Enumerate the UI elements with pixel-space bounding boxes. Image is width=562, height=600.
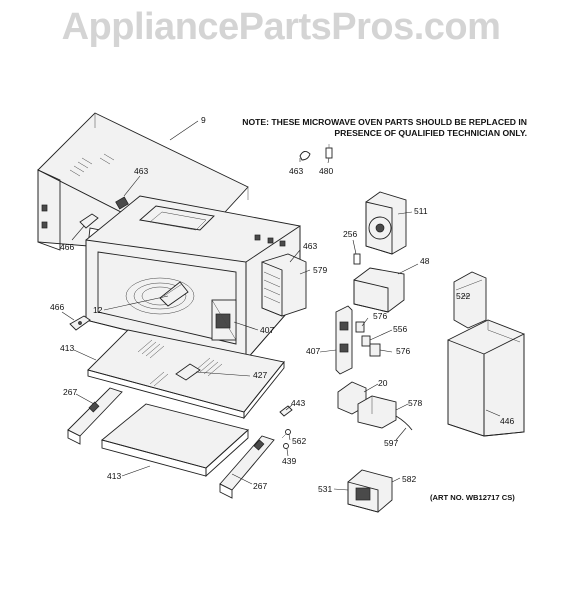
transformer-part (347, 469, 393, 513)
part-439 (283, 443, 289, 449)
callout-466-case: 466 (60, 242, 74, 252)
callout-578: 578 (408, 398, 422, 408)
callout-12: 12 (93, 305, 103, 315)
capacitor-part (357, 395, 397, 429)
part-466-lower (69, 315, 91, 331)
callout-267-right: 267 (253, 481, 267, 491)
part-562 (281, 429, 291, 439)
part-556 (361, 335, 371, 347)
rail-267-left (67, 387, 123, 445)
note-line-2: PRESENCE OF QUALIFIED TECHNICIAN ONLY. (334, 128, 527, 138)
leader-lines (61, 120, 501, 491)
technician-note: NOTE: THESE MICROWAVE OVEN PARTS SHOULD … (232, 117, 527, 139)
part-407-cavity (211, 299, 237, 341)
callout-48: 48 (420, 256, 430, 266)
part-427 (175, 363, 201, 381)
part-480 (325, 144, 333, 159)
callout-407-switches: 407 (306, 346, 320, 356)
part-407-switches (335, 305, 353, 375)
callout-407-cavity: 407 (260, 325, 274, 335)
callout-267-left: 267 (63, 387, 77, 397)
fan-motor-part (365, 191, 407, 255)
callout-443: 443 (291, 398, 305, 408)
art-number: (ART NO. WB12717 CS) (430, 493, 515, 502)
callout-439: 439 (282, 456, 296, 466)
callout-9: 9 (201, 115, 206, 125)
callout-463-case: 463 (134, 166, 148, 176)
panel-522-part (453, 271, 487, 329)
part-576-lower (369, 343, 381, 357)
callout-463-top: 463 (289, 166, 303, 176)
part-463-case (115, 196, 129, 210)
callout-256: 256 (343, 229, 357, 239)
watermark: AppliancePartsPros.com (61, 6, 501, 48)
callout-labels: 9 463 466 463 480 511 256 463 579 48 522… (50, 115, 514, 494)
callout-582: 582 (402, 474, 416, 484)
callout-522: 522 (456, 291, 470, 301)
callout-576-upper: 576 (373, 311, 387, 321)
callout-480: 480 (319, 166, 333, 176)
callout-413-base: 413 (60, 343, 74, 353)
part-463-top (299, 151, 311, 161)
callout-556: 556 (393, 324, 407, 334)
callout-413-pan: 413 (107, 471, 121, 481)
rail-267-right (219, 435, 275, 499)
part-576-upper (355, 321, 365, 333)
callout-576-lower: 576 (396, 346, 410, 356)
note-line-1: NOTE: THESE MICROWAVE OVEN PARTS SHOULD … (242, 117, 527, 127)
part-12 (159, 281, 189, 307)
callout-427: 427 (253, 370, 267, 380)
part-256 (353, 253, 361, 265)
callout-511: 511 (414, 206, 428, 216)
part-597 (395, 415, 413, 431)
callout-463-magnetron: 463 (303, 241, 317, 251)
callout-579: 579 (313, 265, 327, 275)
callout-446: 446 (500, 416, 514, 426)
bottom-pan-part (101, 403, 249, 478)
magnetron-part (261, 253, 307, 317)
callout-20: 20 (378, 378, 388, 388)
part-443 (279, 405, 293, 417)
side-panel-part (447, 319, 525, 437)
callout-531: 531 (318, 484, 332, 494)
duct-part (353, 267, 405, 313)
callout-466-lower: 466 (50, 302, 64, 312)
callout-597: 597 (384, 438, 398, 448)
callout-562: 562 (292, 436, 306, 446)
